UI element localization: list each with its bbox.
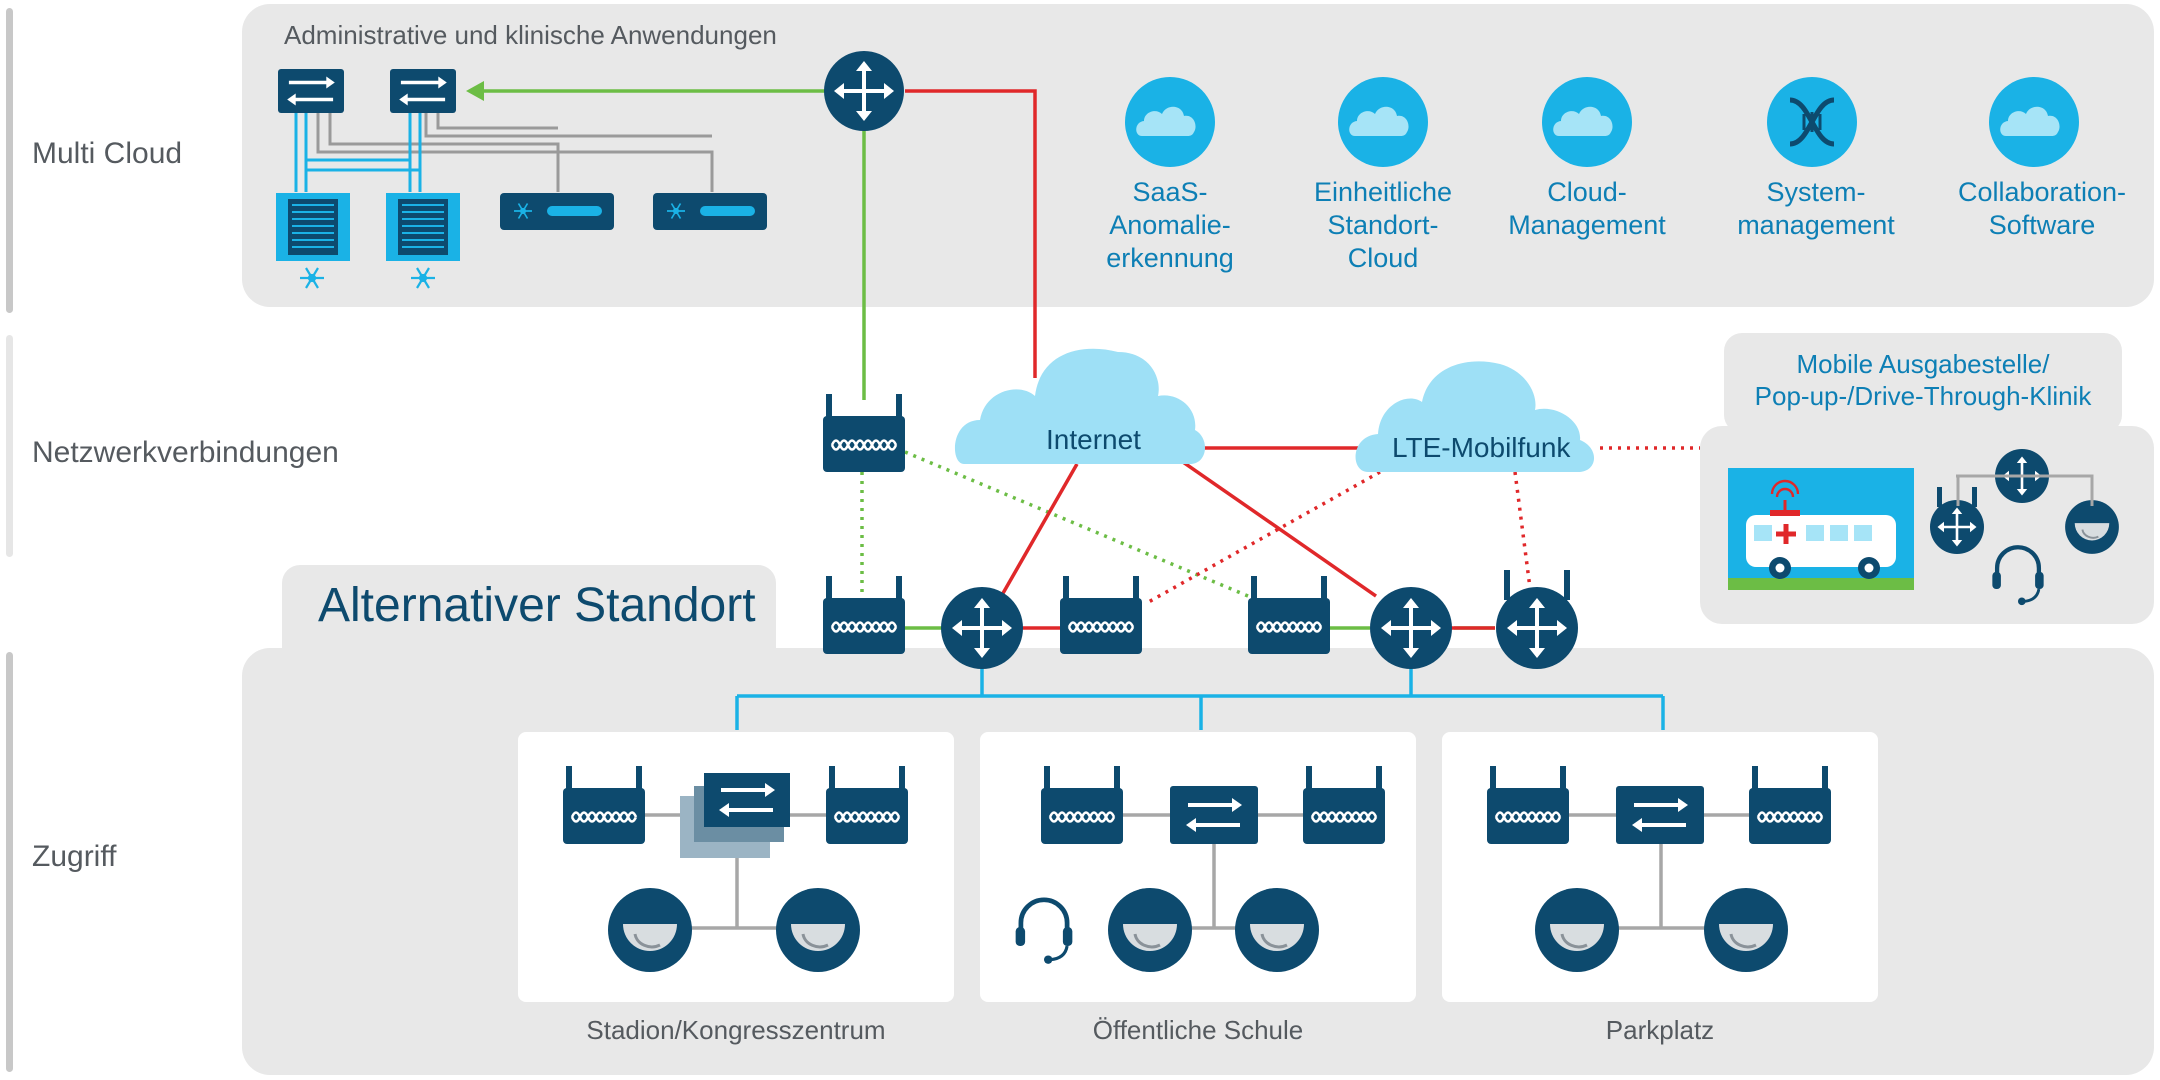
cloud-label-management: Cloud- Management [1508,177,1666,240]
alt-site-tab [282,565,776,675]
lte-dotted-links [1144,446,1700,606]
mobile-router-ap [1930,487,1984,554]
ambulance-bus [1728,468,1914,590]
tier-bar-network [6,335,13,557]
alt-ap-3 [1246,574,1332,656]
cloud-icon [1542,77,1632,167]
stadium-ap-left [561,764,647,846]
mobile-camera [2064,499,2120,555]
cloud-icon [1125,77,1215,167]
headset-icon [1992,547,2043,605]
cloud-label-saas: SaaS- Anomalie- erkennung [1106,177,1234,273]
dc-appliance-2 [653,193,767,230]
row-label-multi-cloud: Multi Cloud [32,137,183,170]
dc-appliance-1 [500,193,614,230]
stadium-ap-right [824,764,910,846]
network-ap [821,392,907,474]
school-ap-left [1039,764,1125,846]
row-label-access: Zugriff [32,840,117,873]
stadium-camera-2 [774,886,862,974]
cloud-label-collab: Collaboration- Software [1957,177,2127,240]
mobile-clinic-title-box [1724,333,2122,433]
headset-icon [1016,900,1073,964]
mobile-clinic-title: Mobile Ausgabestelle/ Pop-up-/Drive-Thro… [1754,349,2092,411]
site-distribution-links [735,668,1665,730]
datacenter-cabling [316,108,714,192]
alt-ap-2 [1058,574,1144,656]
cloud-label-unified: Einheitliche Standort- Cloud [1313,177,1453,273]
row-label-network: Netzwerkverbindungen [32,436,339,469]
alt-ap-1 [821,574,907,656]
dc-server-2 [386,193,460,290]
alt-site-title: Alternativer Standort [318,579,756,632]
parking-camera-1 [1533,886,1621,974]
parking-ap-left [1485,764,1571,846]
parking-ap-right [1747,764,1833,846]
cloud-label-system: System- management [1737,177,1895,240]
site-label-stadium: Stadion/Kongresszentrum [586,1015,886,1045]
stadium-switch-stack [680,773,790,858]
dc-server-1 [276,193,350,290]
alt-router-2 [1370,587,1452,669]
dna-icon [1767,77,1857,167]
top-panel-title: Administrative und klinische Anwendungen [284,20,777,50]
lte-cloud [1355,361,1595,472]
site-label-parking: Parkplatz [1605,1015,1715,1045]
tier-bar-access [6,652,13,1072]
school-ap-right [1301,764,1387,846]
lte-label: LTE-Mobilfunk [1392,432,1571,463]
school-camera-1 [1106,886,1194,974]
alt-router-1 [941,587,1023,669]
school-switch [1170,786,1258,844]
dc-switch-2 [390,69,456,113]
cloud-icon [1989,77,2079,167]
internet-label: Internet [1046,424,1141,455]
parking-camera-2 [1702,886,1790,974]
school-camera-2 [1233,886,1321,974]
stadium-camera-1 [606,886,694,974]
parking-switch [1616,786,1704,844]
site-box-school [980,732,1416,1002]
internet-cloud [954,348,1206,464]
wan-links [905,89,1495,630]
datacenter-fiber [294,108,422,192]
green-dotted-links [860,450,1287,614]
site-label-school: Öffentliche Schule [1092,1015,1304,1045]
cloud-icon [1338,77,1428,167]
green-links [466,81,1495,630]
alt-router-lte [1496,570,1578,669]
top-router [824,51,904,131]
tier-bar-multi-cloud [6,8,13,313]
dc-switch-1 [278,69,344,113]
